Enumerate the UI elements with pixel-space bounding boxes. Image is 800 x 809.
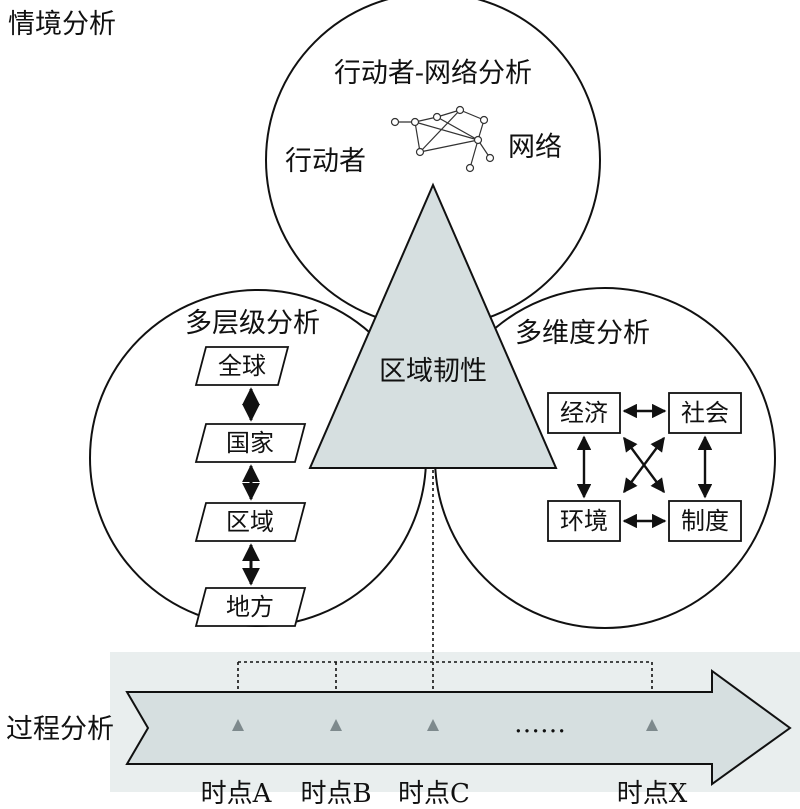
time-label-c: 时点C [398, 779, 470, 809]
svg-text:地方: 地方 [226, 593, 274, 621]
svg-text:全球: 全球 [218, 352, 266, 380]
svg-text:国家: 国家 [226, 429, 274, 457]
multilevel-title: 多层级分析 [185, 308, 320, 339]
actor-label: 行动者 [285, 146, 366, 177]
level-global: 全球 [194, 346, 290, 386]
actor-network-title: 行动者-网络分析 [334, 58, 532, 89]
svg-text:社会: 社会 [681, 399, 729, 427]
time-markers [232, 719, 658, 731]
svg-text:区域: 区域 [226, 508, 274, 536]
process-title: 过程分析 [6, 714, 114, 745]
dimension-society: 社会 [668, 392, 742, 434]
corner-title: 情境分析 [8, 9, 116, 40]
multidimensional-title: 多维度分析 [515, 318, 650, 349]
time-label-a: 时点A [201, 779, 273, 809]
svg-text:经济: 经济 [560, 399, 608, 427]
process-arrow [125, 669, 792, 786]
time-label-b: 时点B [300, 779, 371, 809]
time-label-x: 时点X [617, 779, 688, 809]
timeline-ellipsis: …… [514, 709, 566, 739]
resilience-triangle [308, 182, 558, 469]
dimension-arrows [576, 403, 713, 529]
level-local: 地方 [194, 587, 307, 627]
network-graph-icon [390, 105, 495, 173]
center-label: 区域韧性 [379, 356, 487, 387]
dimension-economy: 经济 [547, 392, 621, 434]
svg-text:环境: 环境 [560, 507, 608, 535]
level-region: 区域 [194, 502, 307, 542]
dimension-environment: 环境 [547, 500, 621, 542]
svg-text:制度: 制度 [681, 507, 729, 535]
dimension-institution: 制度 [668, 500, 742, 542]
level-country: 国家 [194, 423, 307, 463]
network-label: 网络 [508, 132, 562, 163]
